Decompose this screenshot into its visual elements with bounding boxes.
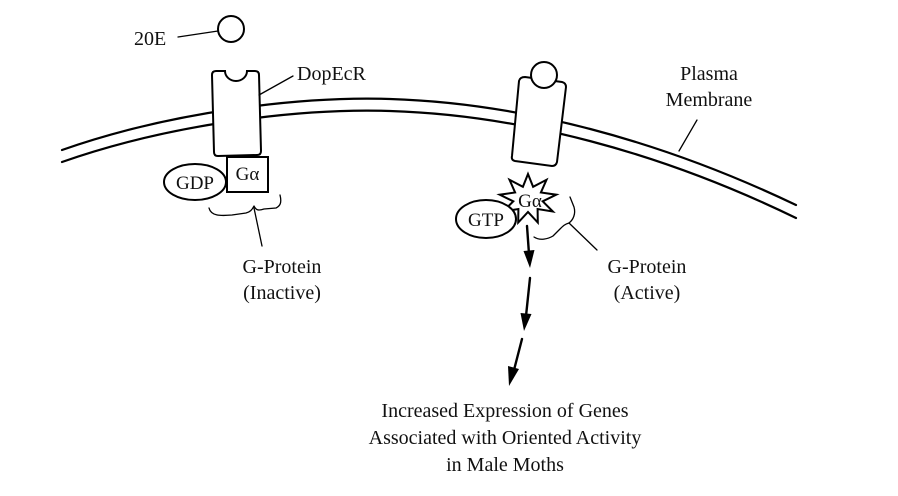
signal-arrow-1: [523, 224, 535, 268]
membrane-outer-line: [60, 97, 798, 207]
ligand-20e: 20E: [134, 15, 245, 50]
gtp-label: GTP: [468, 210, 504, 231]
signal-arrow-path: [508, 224, 535, 386]
galpha-active-label: Gα: [518, 191, 542, 212]
g-protein-inactive-brace: [208, 194, 282, 217]
galpha-inactive-label: Gα: [236, 164, 260, 185]
receptor-active: [510, 61, 568, 168]
g-protein-inactive: GDP Gα G-Protein (Inactive): [163, 156, 322, 304]
outcome-line1: Increased Expression of Genes: [381, 400, 628, 422]
membrane-inner-line: [60, 109, 798, 220]
gtp-ellipse: [455, 199, 517, 239]
ligand-label: 20E: [134, 28, 166, 50]
ligand-20e-circle: [217, 15, 245, 43]
membrane-leader-line: [678, 119, 698, 152]
g-protein-inactive-label-line1: G-Protein: [243, 256, 322, 278]
g-protein-inactive-label-line2: (Inactive): [243, 282, 321, 304]
gdp-label: GDP: [176, 173, 214, 194]
signal-arrow-3: [508, 337, 524, 386]
galpha-active-starburst: [496, 171, 560, 226]
dopecr-receptor-inactive: [210, 70, 263, 158]
signal-arrow-2: [520, 276, 532, 331]
receptor-inactive: DopEcR: [210, 63, 367, 158]
galpha-inactive-box: [226, 156, 269, 193]
g-protein-active-leader: [568, 222, 598, 251]
g-protein-active: GTP Gα G-Protein (Active): [455, 171, 687, 304]
ligand-leader-line: [177, 30, 219, 38]
g-protein-active-label-line1: G-Protein: [608, 256, 687, 278]
ligand-20e-bound-circle: [530, 61, 558, 89]
g-protein-active-brace: [533, 196, 576, 240]
receptor-leader-line: [258, 75, 294, 96]
outcome-text: Increased Expression of Genes Associated…: [369, 400, 642, 476]
g-protein-inactive-leader: [253, 207, 263, 247]
dopecr-receptor-active: [510, 75, 568, 168]
membrane-label-line1: Plasma: [680, 63, 738, 85]
receptor-label: DopEcR: [297, 63, 367, 85]
outcome-line2: Associated with Oriented Activity: [369, 427, 642, 449]
outcome-line3: in Male Moths: [446, 454, 564, 476]
g-protein-active-label-line2: (Active): [614, 282, 681, 304]
membrane-label-group: Plasma Membrane: [666, 63, 753, 152]
plasma-membrane: [60, 97, 798, 220]
membrane-label-line2: Membrane: [666, 89, 753, 111]
